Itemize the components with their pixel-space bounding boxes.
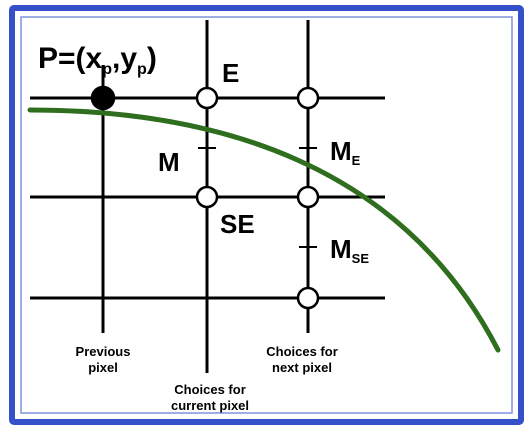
caption-current-line1: Choices for	[174, 382, 246, 397]
label-mse: MSE	[330, 234, 369, 266]
pixel-previous-filled	[90, 85, 116, 111]
caption-previous-line1: Previous	[76, 344, 131, 359]
point-label-sub-x: p	[102, 61, 112, 78]
caption-next-line1: Choices for	[266, 344, 338, 359]
label-me-main: M	[330, 136, 352, 166]
pixel-e	[195, 86, 219, 110]
pixel-circles	[90, 85, 320, 310]
pixel-se	[195, 185, 219, 209]
label-m: M	[158, 147, 180, 177]
caption-current-line2: current pixel	[171, 398, 249, 413]
label-e: E	[222, 58, 239, 88]
inner-frame	[20, 16, 513, 414]
point-label-prefix: P=(x	[38, 42, 103, 75]
label-me: ME	[330, 136, 361, 168]
point-label-sub-y: p	[137, 61, 147, 78]
pixel-next-top	[296, 86, 320, 110]
midpoint-ticks	[198, 147, 317, 248]
label-mse-sub: SE	[352, 251, 370, 266]
pixel-next-bottom	[296, 286, 320, 310]
label-mse-main: M	[330, 234, 352, 264]
curve	[27, 107, 501, 353]
point-label-suffix: )	[147, 42, 157, 75]
point-label-mid: ,y	[112, 42, 137, 75]
point-label: P=(xp,yp)	[38, 42, 157, 78]
label-se: SE	[220, 209, 255, 239]
pixel-next-middle	[296, 185, 320, 209]
caption-previous-line2: pixel	[88, 360, 118, 375]
outer-frame	[9, 5, 524, 425]
caption-next-line2: next pixel	[272, 360, 332, 375]
label-me-sub: E	[352, 153, 361, 168]
